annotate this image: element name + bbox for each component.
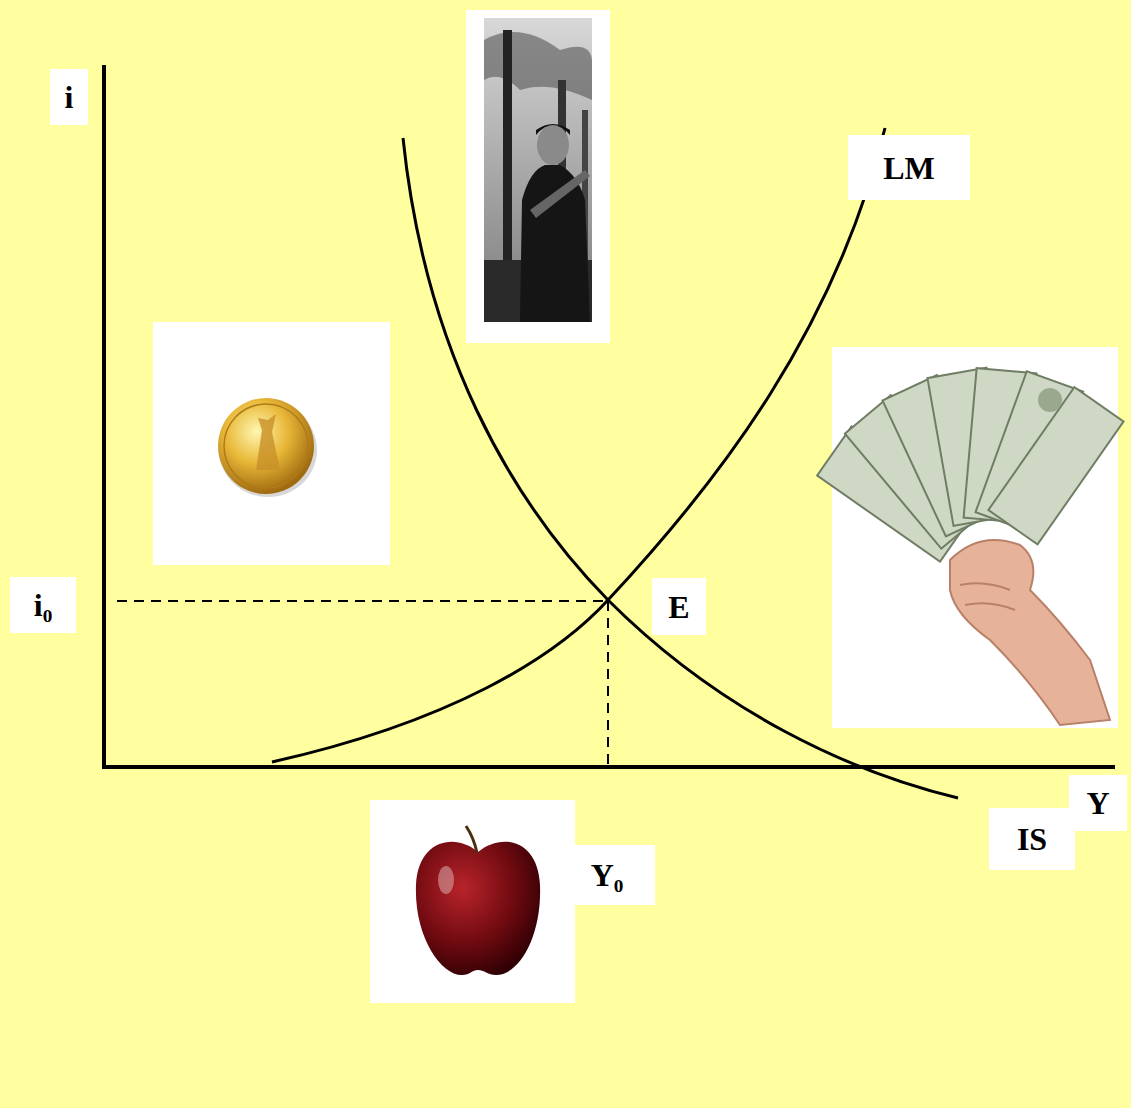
label-text: IS <box>1017 823 1047 855</box>
label-text: Y₀ <box>591 859 624 891</box>
label-text: E <box>668 591 689 623</box>
axis-value-label: i₀ <box>10 577 76 633</box>
curve-label: LM <box>848 135 970 200</box>
axis-label: Y <box>1069 775 1127 831</box>
point-label: E <box>652 578 706 635</box>
label-text: i₀ <box>34 589 52 621</box>
money-hand <box>817 347 1123 728</box>
label-text: i <box>65 81 74 113</box>
gold-coin <box>153 322 390 565</box>
worker-photo <box>466 10 610 343</box>
label-text: Y <box>1086 787 1109 819</box>
label-text: LM <box>883 152 935 184</box>
axes <box>102 65 1115 769</box>
axis-value-label: Y₀ <box>559 845 655 905</box>
is-curve <box>403 138 958 798</box>
equilibrium-guides <box>117 601 608 765</box>
lm-curve <box>272 128 885 762</box>
axis-label: i <box>50 69 88 125</box>
apple <box>370 800 575 1003</box>
curve-label: IS <box>989 808 1075 870</box>
